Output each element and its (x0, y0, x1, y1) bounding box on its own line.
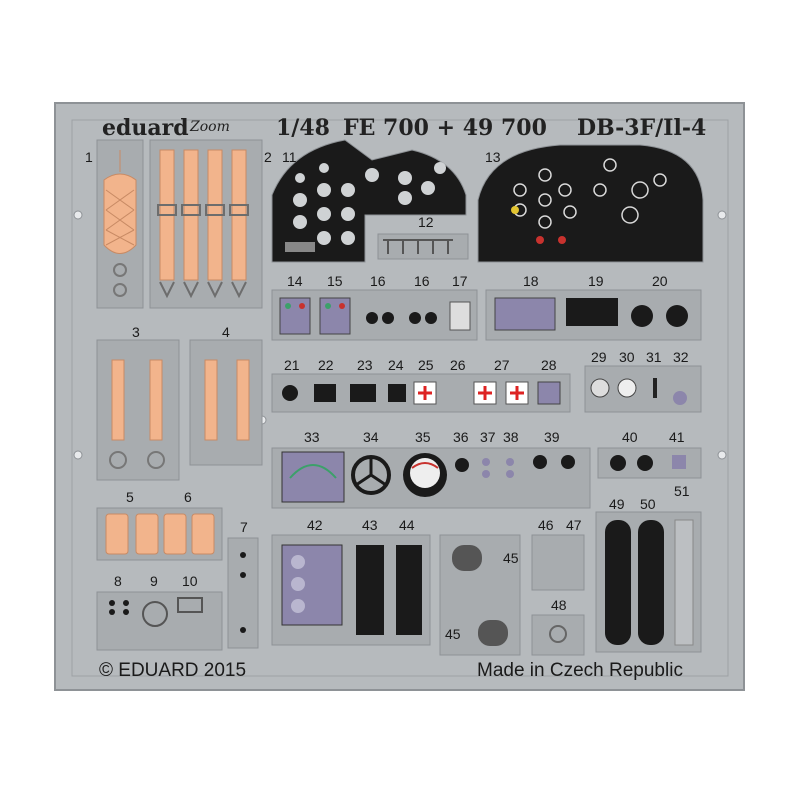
parts-18-20 (485, 289, 702, 341)
part-number: 27 (494, 357, 510, 373)
part-number: 18 (523, 273, 539, 289)
part-number: 16 (414, 273, 430, 289)
part-number: 16 (370, 273, 386, 289)
part-number: 45 (503, 550, 519, 566)
part-number: 43 (362, 517, 378, 533)
part-7 (227, 537, 259, 649)
parts-40-41 (597, 447, 702, 479)
part-number: 13 (485, 149, 501, 165)
part-number: 7 (240, 519, 248, 535)
part-number: 17 (452, 273, 468, 289)
part-number: 28 (541, 357, 557, 373)
part-number: 2 (264, 149, 272, 165)
part-number: 31 (646, 349, 662, 365)
part-number: 34 (363, 429, 379, 445)
part-number: 35 (415, 429, 431, 445)
part-number: 9 (150, 573, 158, 589)
part-3-belts (96, 339, 180, 481)
parts-8-10 (96, 591, 223, 651)
part-number: 19 (588, 273, 604, 289)
part-number: 29 (591, 349, 607, 365)
part-number: 48 (551, 597, 567, 613)
parts-49-51 (595, 511, 702, 653)
parts-42-44 (271, 534, 431, 646)
part-number: 25 (418, 357, 434, 373)
brand-logo: eduard (102, 115, 189, 141)
part-2-seatbelts (149, 139, 263, 309)
part-number: 51 (674, 483, 690, 499)
parts-33-39 (271, 447, 591, 509)
part-number: 26 (450, 357, 466, 373)
parts-29-32 (584, 365, 702, 413)
part-11-instrument-panel (271, 139, 467, 263)
part-number: 37 (480, 429, 496, 445)
part-number: 38 (503, 429, 519, 445)
aircraft-name: DB-3F/Il-4 (577, 115, 707, 141)
copyright-text: © EDUARD 2015 (99, 660, 247, 681)
scale-label: 1/48 (276, 115, 330, 141)
part-number: 36 (453, 429, 469, 445)
part-number: 30 (619, 349, 635, 365)
part-4-belts (189, 339, 263, 466)
part-number: 14 (287, 273, 303, 289)
part-number: 12 (418, 214, 434, 230)
part-number: 42 (307, 517, 323, 533)
part-number: 1 (85, 149, 93, 165)
part-number: 10 (182, 573, 198, 589)
set-code: FE 700 + 49 700 (343, 115, 547, 141)
part-number: 47 (566, 517, 582, 533)
part-number: 3 (132, 324, 140, 340)
parts-5-6-pads (96, 507, 223, 561)
part-number: 45 (445, 626, 461, 642)
part-number: 33 (304, 429, 320, 445)
part-number: 4 (222, 324, 230, 340)
part-number: 15 (327, 273, 343, 289)
part-number: 21 (284, 357, 300, 373)
part-number: 24 (388, 357, 404, 373)
part-number: 32 (673, 349, 689, 365)
part-number: 8 (114, 573, 122, 589)
parts-46-48 (531, 534, 585, 656)
part-number: 49 (609, 496, 625, 512)
part-number: 20 (652, 273, 668, 289)
part-number: 5 (126, 489, 134, 505)
part-number: 22 (318, 357, 334, 373)
part-45-pedals (439, 534, 521, 656)
part-number: 46 (538, 517, 554, 533)
origin-text: Made in Czech Republic (477, 660, 683, 681)
parts-14-17 (271, 289, 478, 341)
part-number: 6 (184, 489, 192, 505)
part-number: 40 (622, 429, 638, 445)
part-12-levers (377, 233, 469, 260)
part-number: 50 (640, 496, 656, 512)
part-number: 23 (357, 357, 373, 373)
part-13-instrument-panel (477, 144, 704, 263)
part-number: 44 (399, 517, 415, 533)
part-number: 11 (282, 149, 297, 165)
part-1-seat-cushion (96, 139, 144, 309)
parts-21-28 (271, 373, 571, 413)
part-number: 41 (669, 429, 685, 445)
part-number: 39 (544, 429, 560, 445)
zoom-logo: Zoom (190, 119, 230, 135)
